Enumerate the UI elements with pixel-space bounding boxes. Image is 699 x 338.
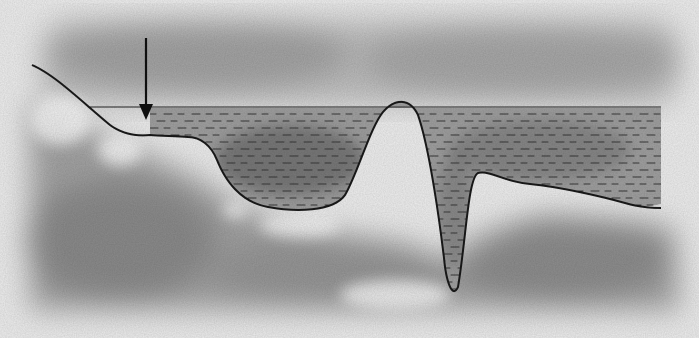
seabed-profile-diagram bbox=[0, 0, 699, 338]
paper-grain bbox=[0, 0, 699, 338]
